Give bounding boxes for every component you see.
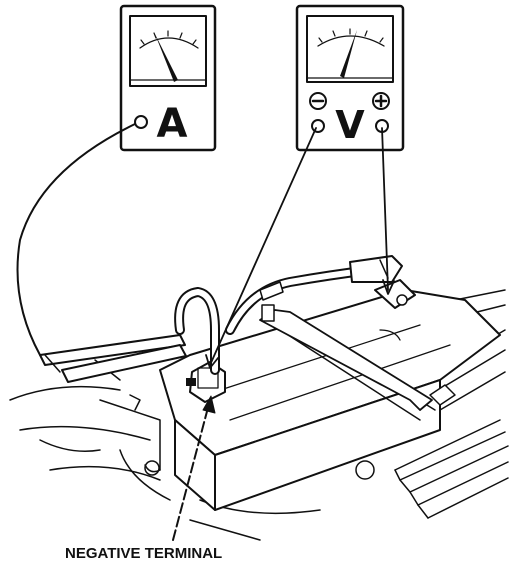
negative-terminal-label: NEGATIVE TERMINAL: [65, 545, 222, 562]
negative-symbol-icon: [309, 92, 327, 110]
voltmeter-negative-terminal: [311, 119, 325, 133]
ammeter-letter: A: [157, 101, 188, 147]
engine-bay: [9, 289, 509, 541]
wiring: [16, 123, 403, 541]
ammeter-terminal: [134, 115, 148, 129]
ammeter-display: [129, 15, 207, 87]
ammeter: A: [119, 4, 217, 152]
ammeter-needle: [155, 34, 178, 82]
voltmeter-letter: V: [335, 103, 365, 147]
voltmeter-needle: [340, 30, 357, 78]
positive-symbol-icon: [372, 92, 390, 110]
voltmeter-display: [306, 15, 394, 83]
voltmeter: V: [295, 4, 405, 152]
